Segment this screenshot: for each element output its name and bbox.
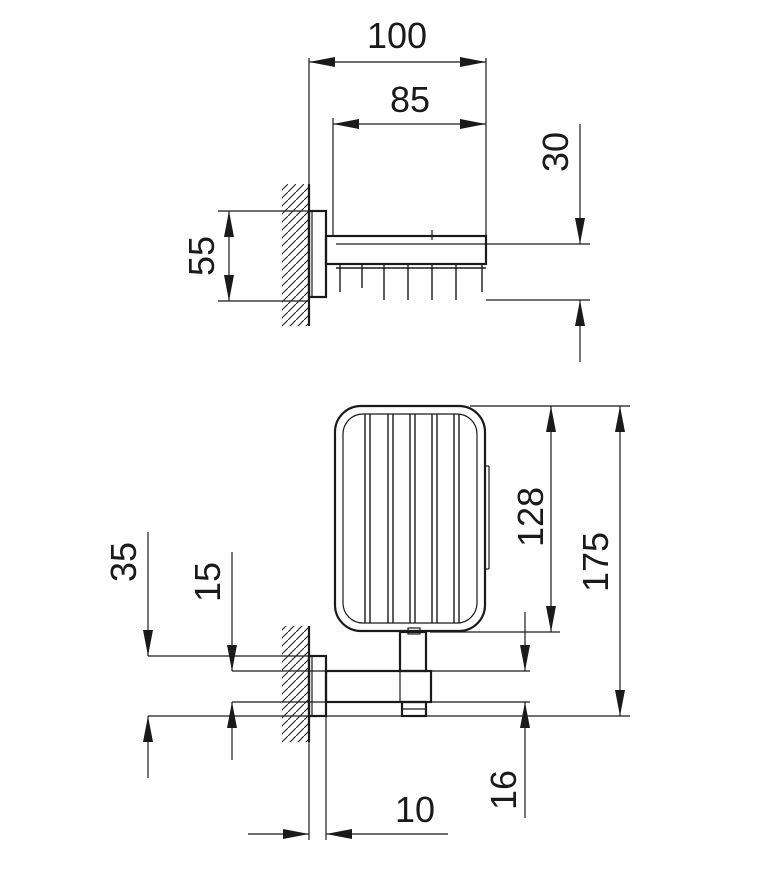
dim-wall-plate-height: 55 — [181, 236, 222, 276]
dim-basket-height-top: 30 — [535, 132, 576, 172]
dim-plate-thickness: 10 — [395, 789, 435, 830]
dim-bottom-offset: 16 — [483, 770, 524, 810]
front-view: 128 175 35 15 16 10 — [103, 404, 630, 840]
wall-hatch-top — [282, 184, 309, 326]
dim-overall-height: 175 — [575, 532, 616, 592]
tray-body-top — [324, 234, 488, 266]
wall-hatch-front — [282, 626, 309, 742]
basket-wires-top — [336, 264, 486, 300]
top-view: 100 85 30 55 — [181, 15, 590, 362]
dim-basket-height-front: 128 — [510, 487, 551, 547]
dim-overall-depth: 100 — [367, 15, 427, 56]
post-front — [398, 630, 428, 673]
dim-basket-depth: 85 — [390, 79, 430, 120]
arm-front — [324, 669, 433, 704]
basket-frame-front — [333, 404, 487, 633]
dim-plate-offset: 35 — [103, 542, 144, 582]
dim-arm-height: 15 — [187, 562, 228, 602]
basket-bars-front — [364, 414, 460, 623]
